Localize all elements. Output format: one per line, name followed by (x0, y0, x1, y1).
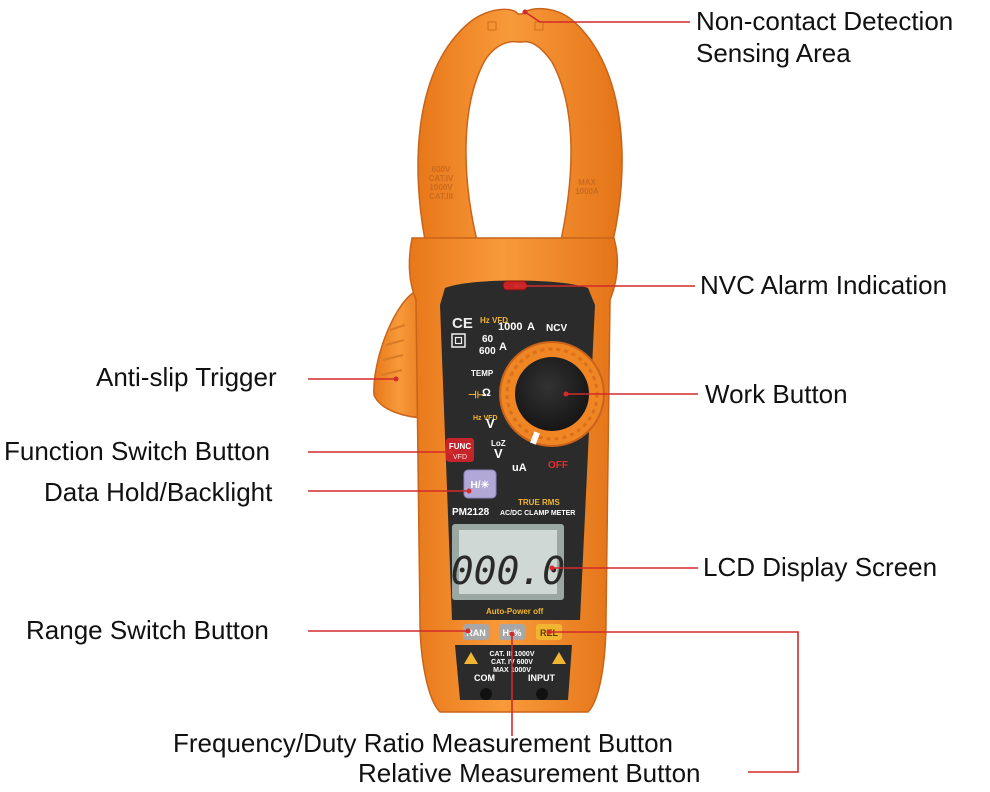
subtitle-clamp-meter: AC/DC CLAMP METER (500, 510, 575, 517)
callout-lines (308, 11, 799, 773)
label-frequency-duty: Frequency/Duty Ratio Measurement Button (173, 728, 674, 758)
double-insulation-icon (451, 333, 466, 348)
function-switch-button[interactable]: FUNC VFD (446, 438, 474, 462)
trigger-ridges (380, 324, 406, 376)
label-ncv-sensing-line2: Sensing Area (696, 38, 851, 68)
callout-line-relative (549, 631, 799, 773)
label-relative-measurement: Relative Measurement Button (358, 758, 701, 788)
jaw-text-right-0: MAX (578, 178, 596, 187)
clamp-jaw (417, 7, 623, 246)
lcd-reading: 000.0 (451, 549, 565, 593)
warning-icon-left (464, 652, 478, 664)
label-range-switch: Range Switch Button (26, 615, 269, 645)
label-work-button: Work Button (705, 379, 848, 409)
dial-unit-a-2: A (499, 341, 507, 353)
model-name: PM2128 (452, 507, 490, 518)
dial-capacitor-icon: ⊣⊢ (468, 390, 486, 401)
auto-power-off-label: Auto-Power off (486, 607, 544, 616)
com-jack[interactable] (480, 688, 492, 700)
data-hold-backlight-button[interactable]: H/☀ (463, 469, 497, 499)
warning-icon-right (552, 652, 566, 664)
terminal-input: INPUT (528, 673, 556, 683)
terminal-panel (455, 645, 572, 700)
jaw-text-left-2: 1000V (429, 183, 453, 192)
dial-range-600: 600 (479, 346, 496, 357)
jaw-text-right-1: 1000A (575, 187, 599, 196)
dial-off: OFF (548, 460, 568, 471)
jaw-text-left-3: CAT.III (429, 192, 453, 201)
jaw-text-left-0: 600V (432, 165, 451, 174)
dial-ohm: Ω (482, 387, 491, 399)
func-label: FUNC (449, 442, 471, 451)
range-switch-button[interactable]: RAN (463, 624, 489, 640)
ce-mark: CE (452, 315, 473, 332)
label-function-switch: Function Switch Button (4, 436, 270, 466)
label-anti-slip-trigger: Anti-slip Trigger (96, 362, 277, 392)
vfd-label: VFD (453, 454, 467, 461)
dial-ua: uA (512, 462, 527, 474)
subtitle-true-rms: TRUE RMS (518, 498, 560, 507)
dial-hz-vfd-1: Hz VFD (480, 316, 508, 325)
dial-ncv: NCV (546, 323, 567, 334)
dial-unit-a-1: A (527, 321, 535, 333)
jaw-tip-left (487, 21, 497, 31)
dial-hz-vfd-2: Hz VFD (473, 415, 498, 422)
dial-range-1000: 1000 (498, 321, 522, 333)
label-data-hold: Data Hold/Backlight (44, 477, 273, 507)
callout-dots (393, 9, 569, 637)
lcd-display: 000.0 (451, 524, 565, 600)
jaw-text-left-1: CAT.IV (429, 174, 454, 183)
callout-line-ncv-sensing (524, 11, 690, 23)
terminal-com: COM (474, 673, 495, 683)
label-lcd-screen: LCD Display Screen (703, 552, 938, 582)
hold-label: H/☀ (471, 480, 490, 491)
work-rotary-knob[interactable] (499, 341, 605, 447)
label-ncv-sensing-line1: Non-contact Detection (696, 6, 954, 36)
ran-label: RAN (466, 628, 486, 638)
dial-range-60: 60 (482, 334, 494, 345)
dial-loz: LoZ (491, 439, 506, 448)
dial-v-ac: V (486, 416, 495, 431)
label-nvc-alarm: NVC Alarm Indication (700, 270, 948, 300)
dial-temp: TEMP (471, 369, 494, 378)
dial-v-dc: V (494, 446, 503, 461)
input-jack[interactable] (536, 688, 548, 700)
